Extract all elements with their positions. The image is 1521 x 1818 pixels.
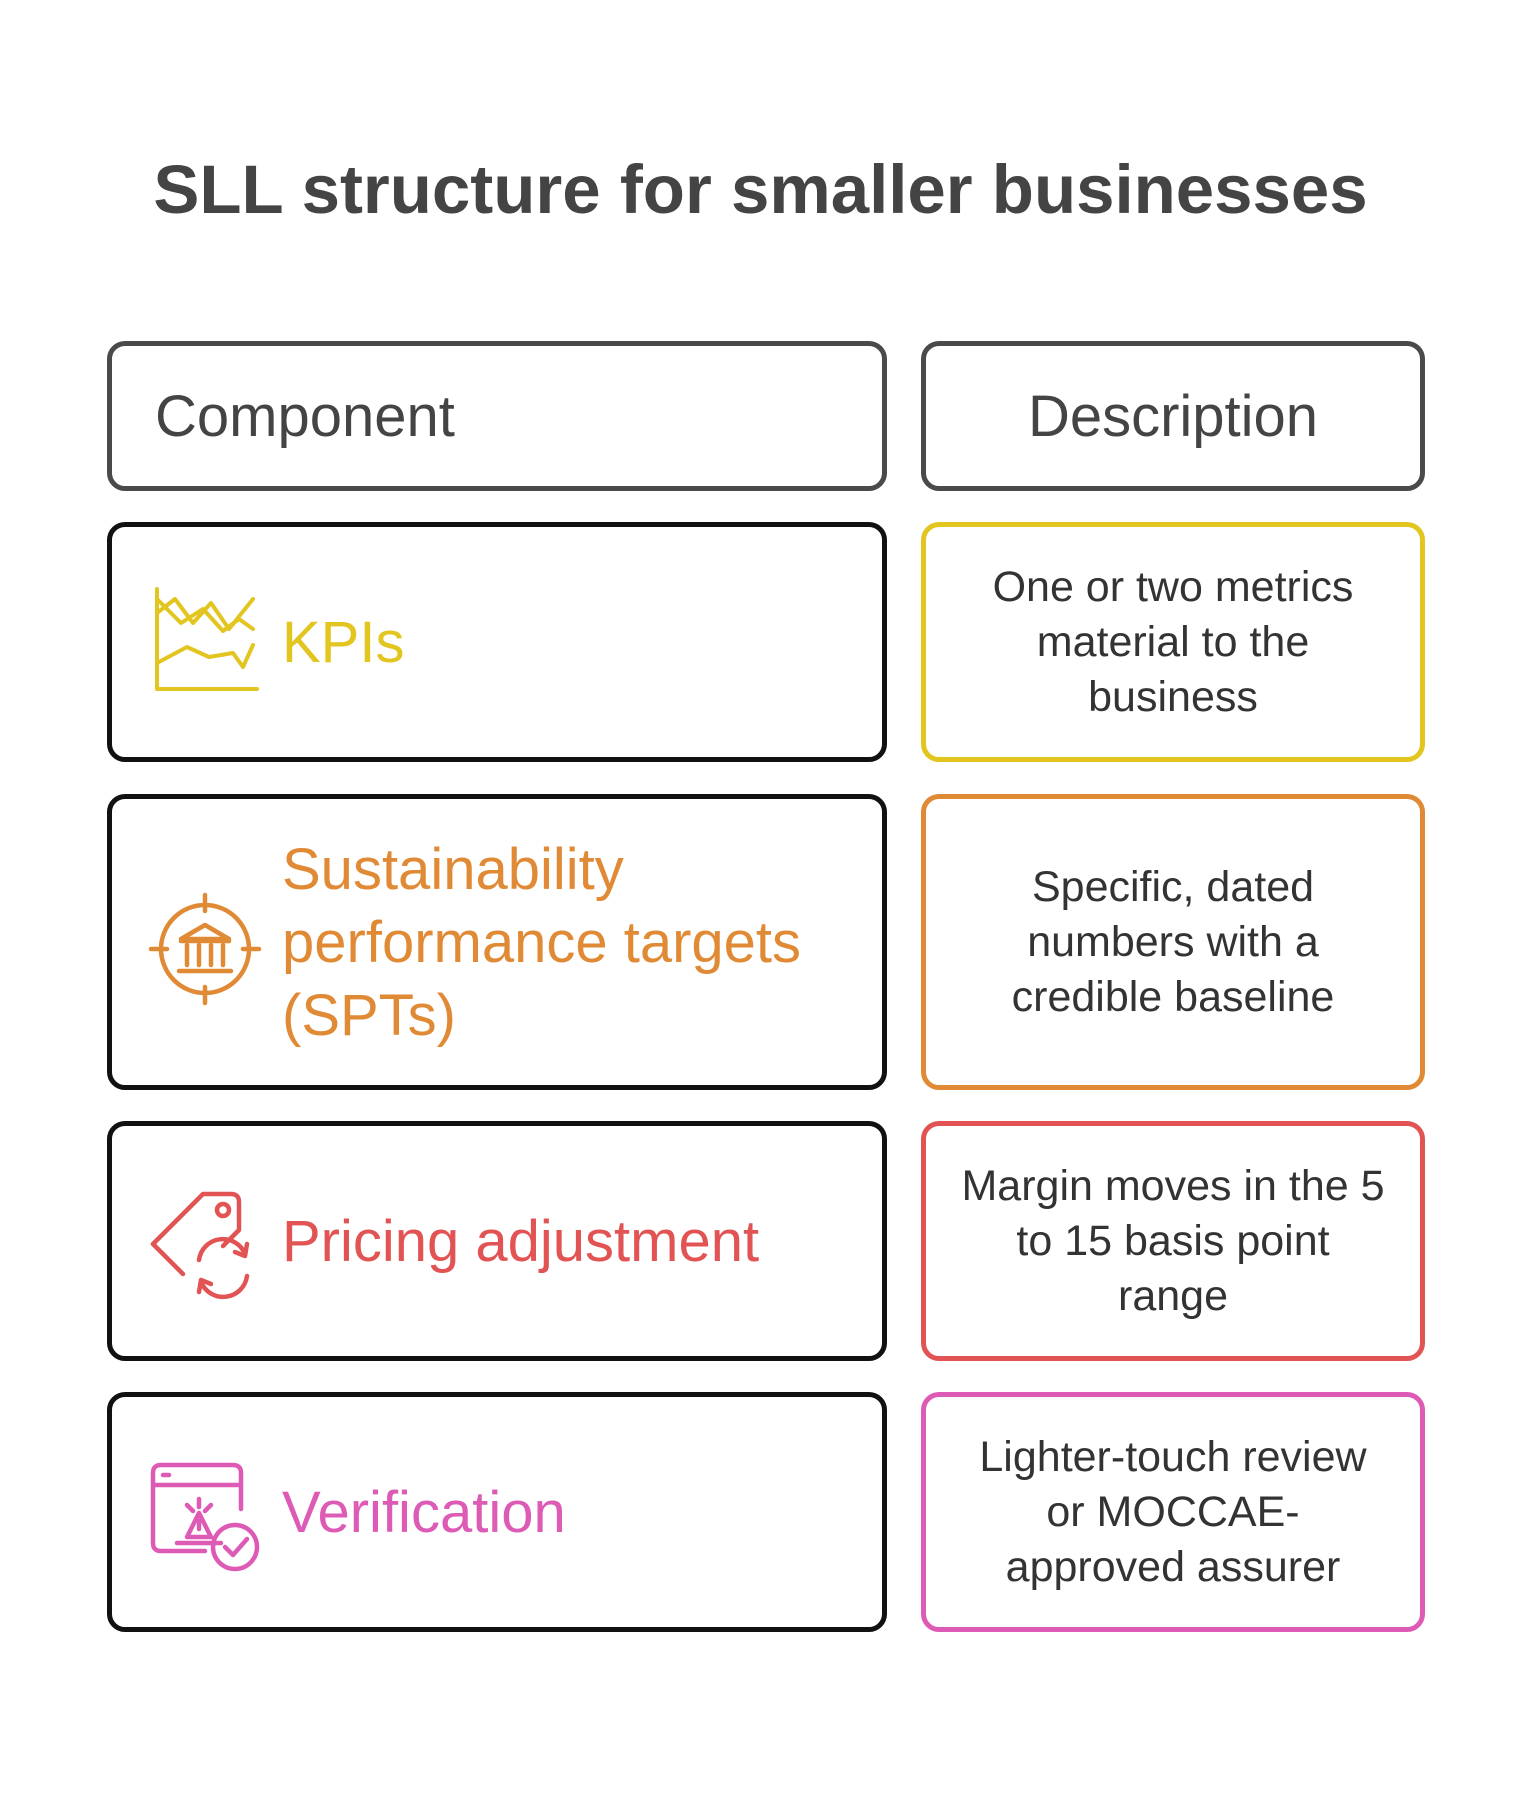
row-spts-description: Specific, dated numbers with a credible …	[921, 794, 1425, 1090]
row-spts-label: Sustainability performance targets (SPTs…	[282, 836, 802, 1048]
row-pricing-description-text: Margin moves in the 5 to 15 basis point …	[961, 1161, 1385, 1320]
row-verification-label: Verification	[282, 1479, 566, 1545]
row-kpis-label: KPIs	[282, 609, 405, 675]
row-pricing-label: Pricing adjustment	[282, 1208, 760, 1274]
row-spts-description-text: Specific, dated numbers with a credible …	[1011, 862, 1335, 1021]
row-kpis-description-text: One or two metrics material to the busin…	[992, 562, 1354, 721]
row-verification-description-text: Lighter-touch review or MOCCAE-approved …	[979, 1432, 1367, 1591]
verified-document-icon	[150, 1462, 260, 1572]
row-pricing-description: Margin moves in the 5 to 15 basis point …	[921, 1121, 1425, 1361]
row-spts-component: Sustainability performance targets (SPTs…	[107, 794, 887, 1090]
row-kpis-description: One or two metrics material to the busin…	[921, 522, 1425, 762]
row-verification-description: Lighter-touch review or MOCCAE-approved …	[921, 1392, 1425, 1632]
target-bank-icon	[148, 892, 262, 1006]
description-header: Description	[921, 341, 1425, 491]
price-tag-refresh-icon	[150, 1191, 250, 1300]
component-header: Component	[107, 341, 887, 491]
row-kpis-component: KPIs	[107, 522, 887, 762]
line-chart-icon	[155, 587, 259, 691]
page-title: SLL structure for smaller businesses	[153, 151, 1368, 228]
description-header-label: Description	[1027, 383, 1319, 449]
row-pricing-component: Pricing adjustment	[107, 1121, 887, 1361]
row-verification-component: Verification	[107, 1392, 887, 1632]
component-header-label: Component	[155, 383, 455, 449]
